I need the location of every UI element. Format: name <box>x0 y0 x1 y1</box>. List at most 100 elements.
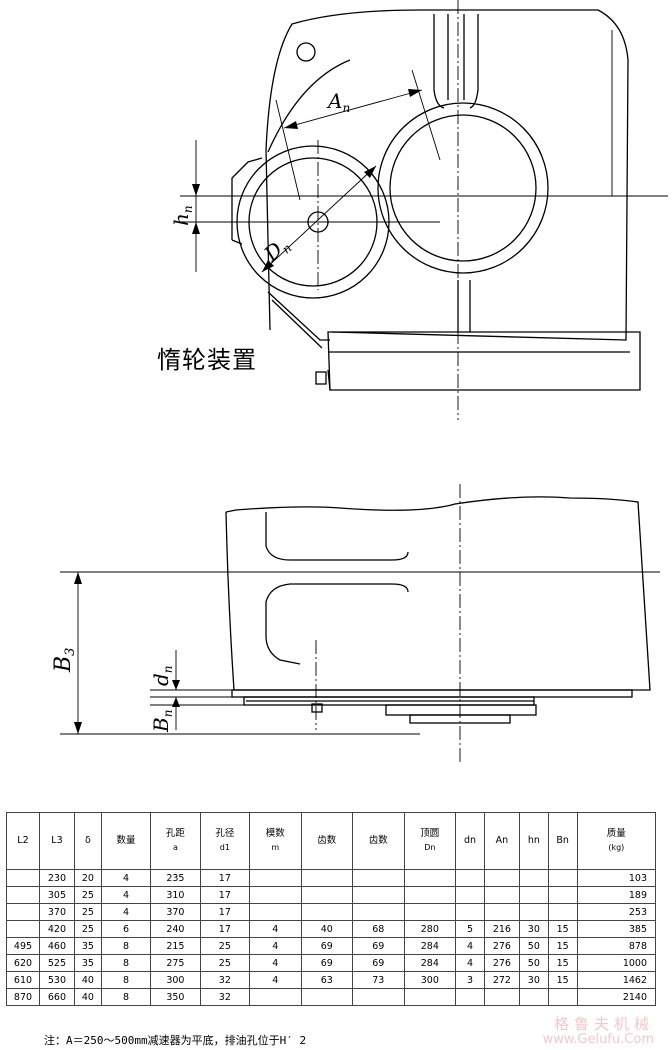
table-cell: 17 <box>199 903 251 921</box>
table-cell: 35 <box>73 954 102 972</box>
table-cell: 235 <box>150 869 201 887</box>
table-cell: 189 <box>576 886 657 904</box>
table-cell: 69 <box>352 937 405 955</box>
table-cell <box>455 903 485 921</box>
table-cell <box>547 903 578 921</box>
column-header: Bn <box>547 812 578 870</box>
table-cell <box>6 869 40 887</box>
table-cell: 878 <box>576 937 657 955</box>
table-cell <box>483 886 520 904</box>
table-cell: 525 <box>38 954 75 972</box>
column-header: 质量(kg) <box>576 812 657 870</box>
table-cell <box>518 869 549 887</box>
table-cell: 215 <box>150 937 201 955</box>
table-cell: 4 <box>249 954 302 972</box>
column-header: 数量 <box>100 812 152 870</box>
table-cell: 40 <box>300 920 354 938</box>
table-cell: 240 <box>150 920 201 938</box>
table-cell: 660 <box>38 988 75 1006</box>
column-header: δ <box>73 812 102 870</box>
table-cell: 4 <box>249 937 302 955</box>
table-cell <box>455 988 485 1006</box>
table-cell: 4 <box>455 954 485 972</box>
column-header: L2 <box>6 812 40 870</box>
table-cell: 17 <box>199 869 251 887</box>
table-cell: 25 <box>73 920 102 938</box>
table-cell <box>455 886 485 904</box>
table-cell <box>300 903 354 921</box>
table-cell <box>6 886 40 904</box>
table-cell <box>403 886 457 904</box>
table-cell <box>455 869 485 887</box>
table-cell: 495 <box>6 937 40 955</box>
table-cell <box>547 886 578 904</box>
footnote: 注：A＝250～500mm减速器为平底，排油孔位于H′ 2 <box>44 1034 307 1047</box>
table-cell <box>6 903 40 921</box>
table-cell <box>483 869 520 887</box>
table-cell: 25 <box>199 954 251 972</box>
table-cell <box>249 988 302 1006</box>
column-header: hn <box>518 812 549 870</box>
table-cell <box>249 886 302 904</box>
table-cell <box>249 869 302 887</box>
table-cell <box>352 886 405 904</box>
table-cell: 2140 <box>576 988 657 1006</box>
table-cell: 25 <box>199 937 251 955</box>
table-cell <box>483 903 520 921</box>
table-cell: 4 <box>100 903 152 921</box>
table-cell: 1000 <box>576 954 657 972</box>
gearbox-drawing: An hn Dn B3 dn Bn <box>51 0 668 762</box>
watermark: 格鲁夫机械 www.Gelufu.Com <box>543 1016 654 1048</box>
table-cell <box>547 988 578 1006</box>
table-cell: 284 <box>403 937 457 955</box>
table-cell: 350 <box>150 988 201 1006</box>
table-cell: 69 <box>300 954 354 972</box>
table-cell <box>352 903 405 921</box>
table-cell: 310 <box>150 886 201 904</box>
table-cell: 460 <box>38 937 75 955</box>
table-cell: 620 <box>6 954 40 972</box>
table-cell <box>547 869 578 887</box>
table-cell: 276 <box>483 937 520 955</box>
table-cell <box>249 903 302 921</box>
table-cell: 370 <box>38 903 75 921</box>
table-cell: 17 <box>199 920 251 938</box>
table-cell: 370 <box>150 903 201 921</box>
label-hn: hn <box>169 205 195 226</box>
table-cell <box>518 903 549 921</box>
table-cell: 4 <box>100 869 152 887</box>
table-cell: 300 <box>403 971 457 989</box>
idler-caption: 惰轮装置 <box>157 346 257 374</box>
table-cell: 8 <box>100 954 152 972</box>
table-cell: 275 <box>150 954 201 972</box>
watermark-url: www.Gelufu.Com <box>542 1032 654 1047</box>
column-header: 齿数 <box>300 812 354 870</box>
table-cell <box>300 988 354 1006</box>
column-header: 齿数 <box>352 812 405 870</box>
table-cell: 32 <box>199 971 251 989</box>
table-cell: 272 <box>483 971 520 989</box>
table-cell: 253 <box>576 903 657 921</box>
table-cell: 50 <box>518 937 549 955</box>
table-cell: 35 <box>73 937 102 955</box>
table-cell: 3 <box>455 971 485 989</box>
table-cell: 230 <box>38 869 75 887</box>
table-cell: 17 <box>199 886 251 904</box>
table-cell: 305 <box>38 886 75 904</box>
table-cell: 870 <box>6 988 40 1006</box>
table-cell: 420 <box>38 920 75 938</box>
table-cell: 385 <box>576 920 657 938</box>
table-cell: 276 <box>483 954 520 972</box>
label-bn: Bn <box>149 710 175 733</box>
table-cell: 103 <box>576 869 657 887</box>
table-cell: 30 <box>518 971 549 989</box>
table-cell <box>403 869 457 887</box>
table-cell: 610 <box>6 971 40 989</box>
